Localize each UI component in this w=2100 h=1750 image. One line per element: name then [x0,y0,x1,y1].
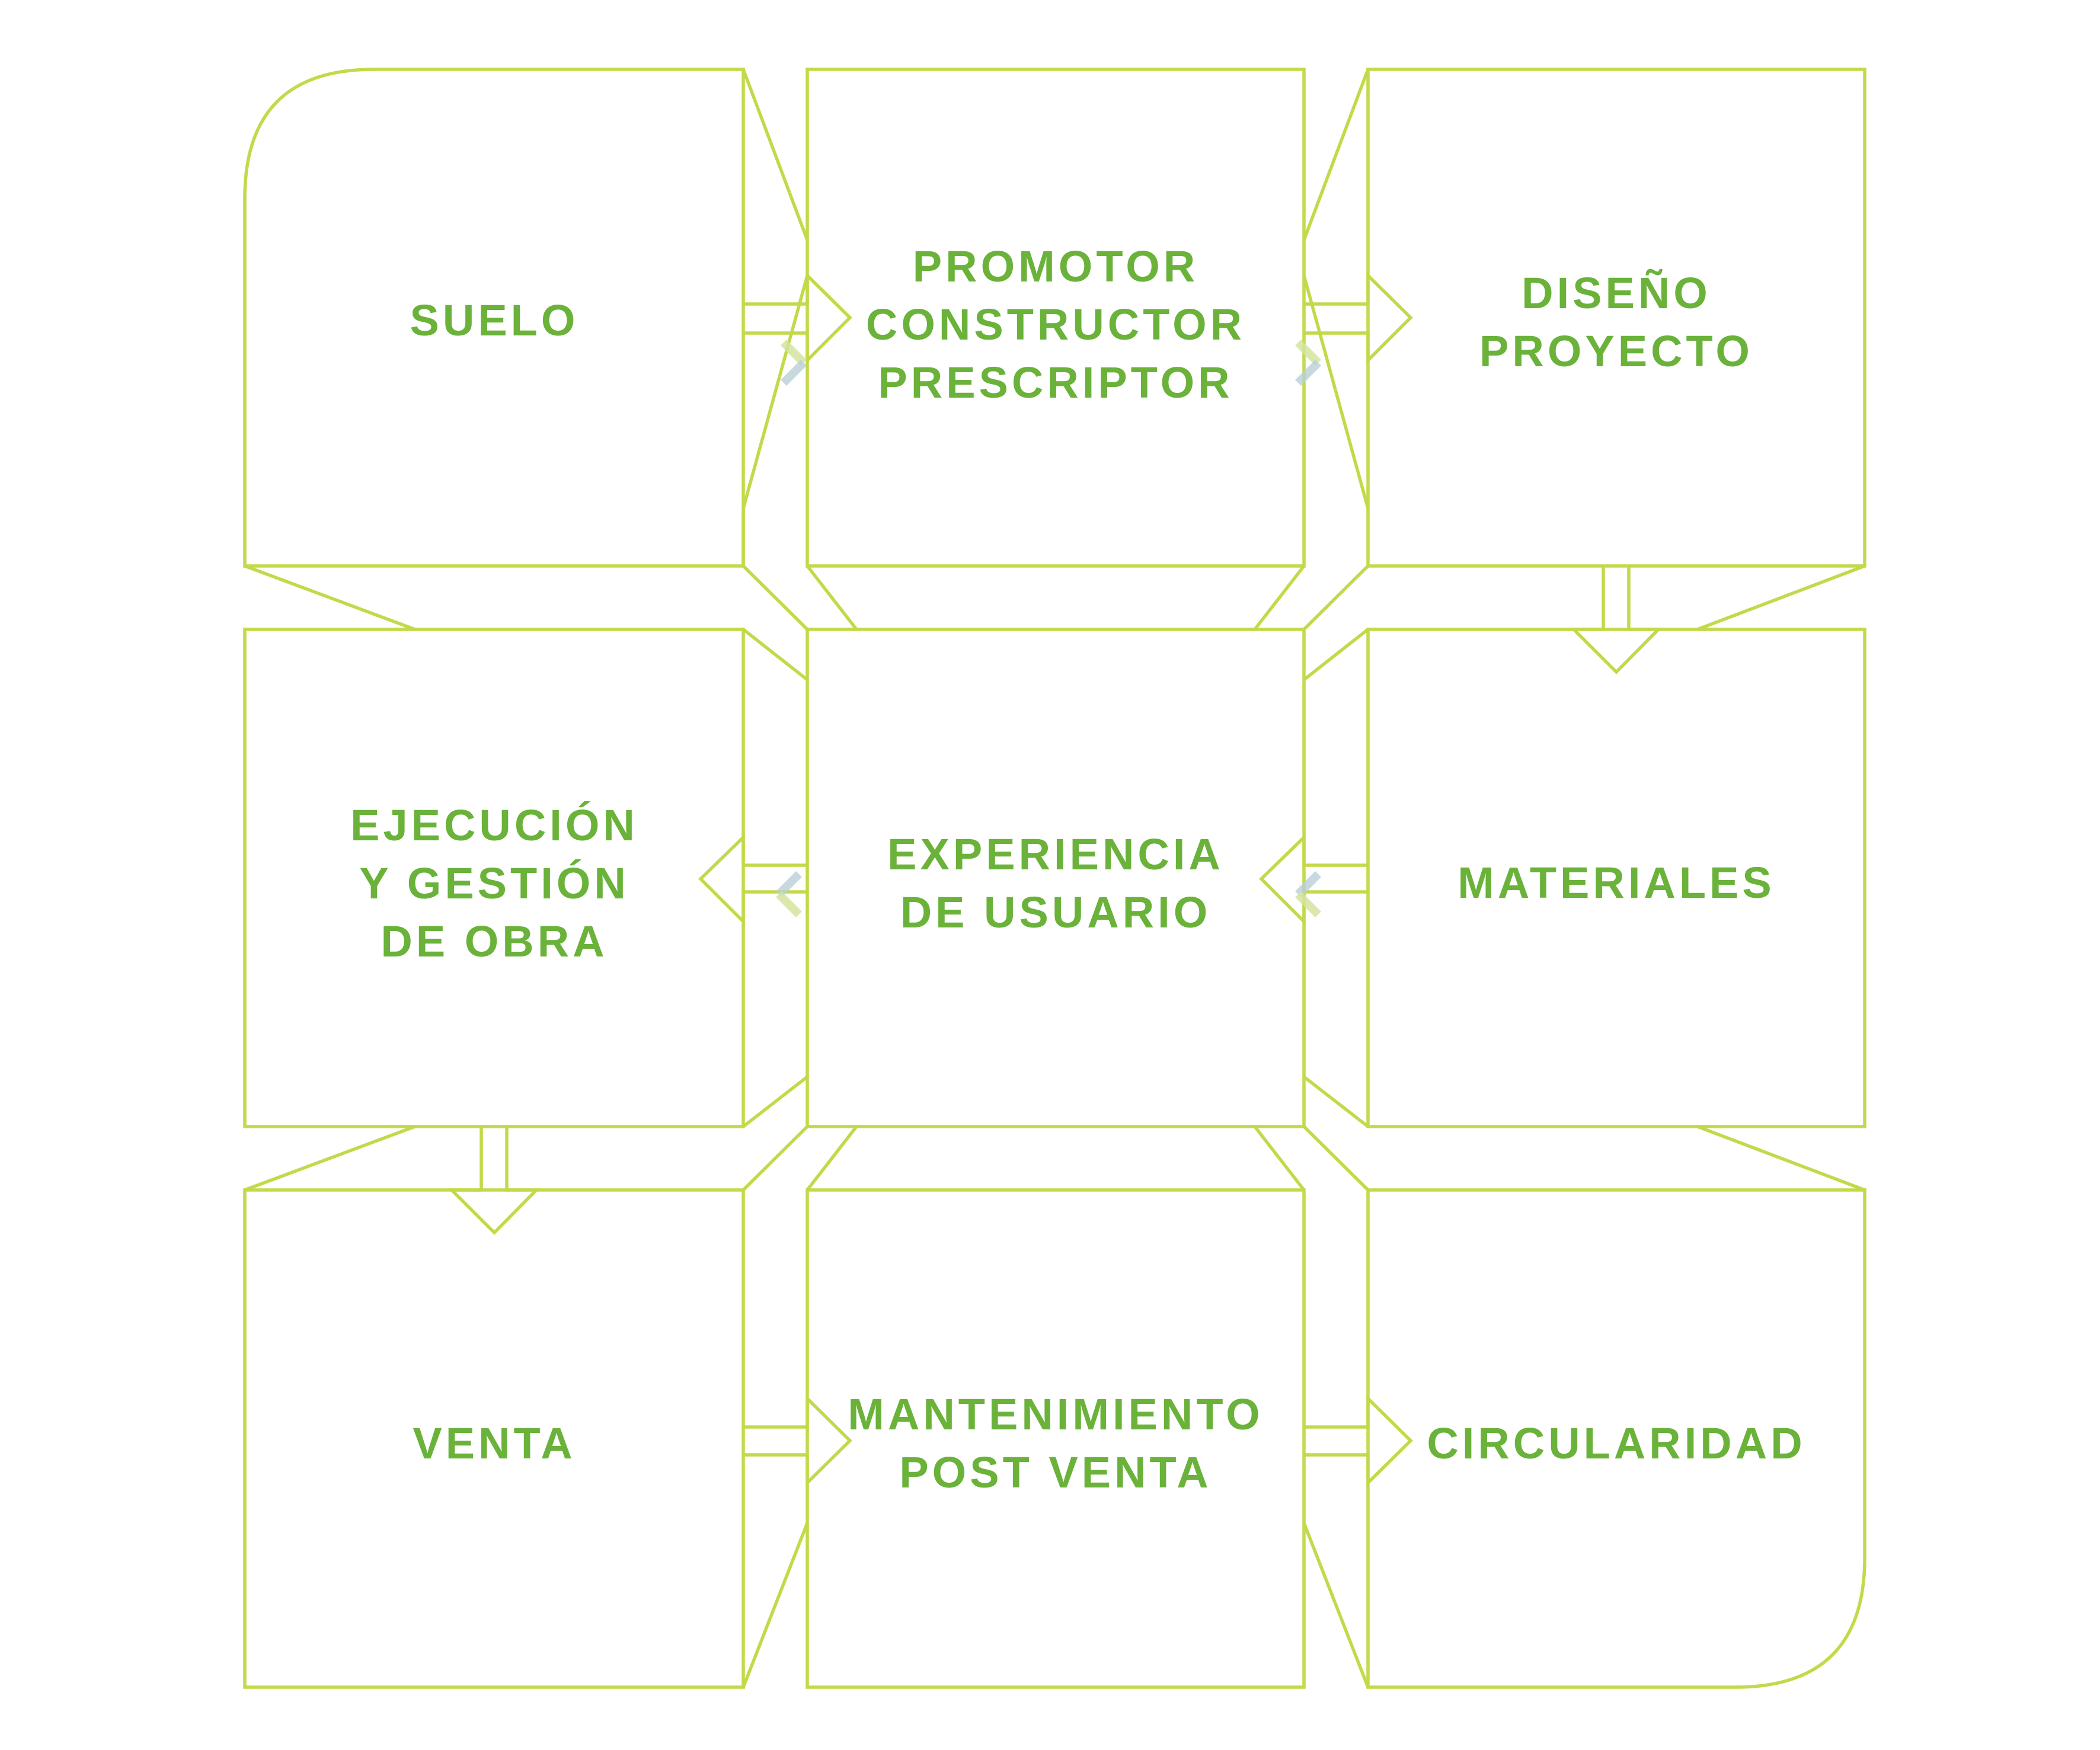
fold-flap [1697,1125,1865,1192]
box-mantenimiento [806,1188,1306,1689]
label-ejecucion: EJECUCIÓN Y GESTIÓN DE OBRA [350,801,638,966]
arrow-right-icon [743,271,852,364]
label-line: DE OBRA [381,917,608,966]
fold-flap [1303,1075,1369,1128]
arrow-right-icon [743,1394,852,1487]
chevron-left-icon [776,871,802,897]
fold-flap [244,564,415,631]
label-suelo: SUELO [410,296,579,345]
fold-flap [741,1522,809,1688]
arrow-left-icon [698,833,807,926]
label-line: CONSTRUCTOR [866,300,1245,349]
fold-flap [741,275,809,509]
arrow-down-icon [1570,566,1663,674]
label-line: Y GESTIÓN [359,859,629,908]
fold-flap [742,628,808,682]
fold-flap [742,1125,808,1191]
arrow-down-icon [448,1127,541,1235]
label-line: SUELO [410,296,579,345]
label-materiales: MATERIALES [1457,858,1775,907]
fold-flap [741,69,809,241]
label-line: EJECUCIÓN [350,801,638,850]
arrow-right-icon [1304,1394,1413,1487]
label-line: DE USUARIO [900,888,1212,937]
box-venta [243,1188,745,1689]
label-line: CIRCULARIDAD [1427,1419,1805,1468]
label-line: PROMOTOR [913,242,1198,291]
label-line: PRESCRIPTOR [878,358,1233,407]
label-line: POST VENTA [899,1448,1212,1497]
fold-flap [806,1125,858,1191]
fold-flap [1697,564,1865,631]
fold-flap [1253,1125,1306,1191]
fold-flap [1302,1522,1370,1688]
label-line: PROYECTO [1479,327,1753,376]
label-line: MANTENIMIENTO [848,1390,1264,1439]
chevron-right-icon [781,360,807,386]
fold-flap [1253,565,1306,631]
fold-flap [1302,275,1370,509]
chevron-right-icon [1295,340,1321,366]
box-diseno [1366,68,1866,568]
label-venta: VENTA [413,1419,576,1468]
label-experiencia: EXPERIENCIA DE USUARIO [887,830,1224,937]
chevron-right-icon [781,340,807,366]
fold-flap [1302,69,1370,241]
fold-flap [742,1075,808,1128]
fold-flap [244,1125,415,1192]
label-promotor: PROMOTOR CONSTRUCTOR PRESCRIPTOR [866,242,1245,407]
fold-flap [1303,1125,1369,1191]
box-circularidad [1366,1188,1866,1689]
label-line: MATERIALES [1457,858,1775,907]
fold-flap [1303,628,1369,682]
fold-flap [1303,565,1369,631]
label-line: DISEÑO [1522,268,1711,318]
box-ejecucion [243,628,745,1128]
arrow-right-icon [1304,271,1413,364]
box-suelo [243,68,745,568]
box-materiales [1366,628,1866,1128]
box-experiencia [806,628,1306,1128]
box-promotor [806,68,1306,568]
fold-flap [806,565,858,631]
label-diseno: DISEÑO PROYECTO [1479,268,1753,376]
label-circularidad: CIRCULARIDAD [1427,1419,1805,1468]
chevron-right-icon [1295,360,1321,386]
chevron-left-icon [776,891,802,917]
label-line: VENTA [413,1419,576,1468]
label-line: EXPERIENCIA [887,830,1224,879]
fold-flap [742,565,808,631]
label-mantenimiento: MANTENIMIENTO POST VENTA [848,1390,1264,1497]
chevron-left-icon [1295,891,1321,917]
chevron-left-icon [1295,871,1321,897]
